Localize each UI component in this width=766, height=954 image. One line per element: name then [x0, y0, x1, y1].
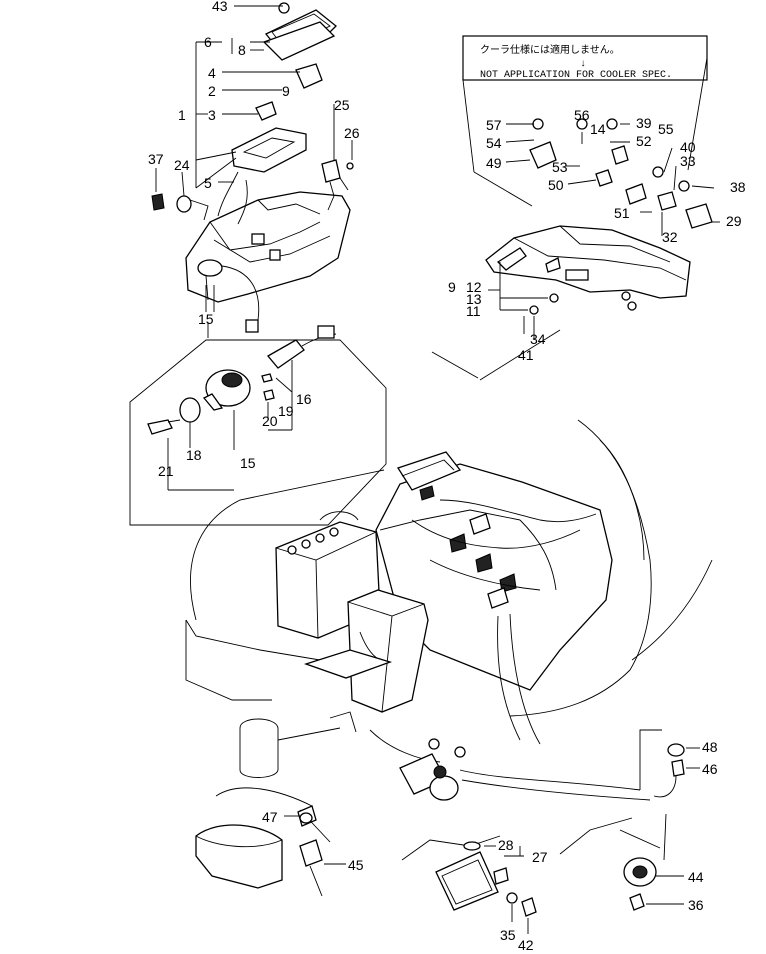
part-number: 52 [636, 133, 652, 149]
part-number: 36 [688, 897, 704, 913]
part-number: 37 [148, 151, 164, 167]
part-number: 15 [240, 455, 256, 471]
part-number: 54 [486, 135, 502, 151]
part-number: 49 [486, 155, 502, 171]
part-number: 50 [548, 177, 564, 193]
part-number: 43 [212, 0, 228, 14]
part-number-labels: 43 6 8 4 2 9 1 3 5 25 26 37 24 15 16 19 … [148, 0, 746, 953]
part-number: 38 [730, 179, 746, 195]
part-number: 32 [662, 229, 678, 245]
part-number: 28 [498, 837, 514, 853]
part-number: 4 [208, 65, 216, 81]
part-number: 12 [466, 279, 482, 295]
part-number: 29 [726, 213, 742, 229]
part-number: 26 [344, 125, 360, 141]
part-number: 18 [186, 447, 202, 463]
part-number: 47 [262, 809, 278, 825]
part-number: 45 [348, 857, 364, 873]
part-number: 40 [680, 139, 696, 155]
part-number: 2 [208, 83, 216, 99]
part-number: 34 [530, 331, 546, 347]
part-number: 11 [466, 303, 481, 319]
part-number: 46 [702, 761, 718, 777]
part-number: 33 [680, 153, 696, 169]
part-number: 35 [500, 927, 516, 943]
part-number: 27 [532, 849, 548, 865]
part-number: 24 [174, 157, 190, 173]
part-number: 48 [702, 739, 718, 755]
part-number: 15 [198, 311, 214, 327]
part-number: 51 [614, 205, 630, 221]
part-number: 9 [282, 83, 290, 99]
part-number: 6 [204, 34, 212, 50]
cooler-spec-note: クーラ仕様には適用しません。 ↓ NOT APPLICATION FOR COO… [462, 35, 708, 81]
part-number: 8 [238, 42, 246, 58]
machine-body [185, 329, 713, 861]
dash-panel-assembly [151, 2, 354, 333]
part-number: 19 [278, 403, 294, 419]
part-number: 57 [486, 117, 502, 133]
note-japanese: クーラ仕様には適用しません。 [480, 43, 620, 57]
leaders-upper-left [155, 5, 353, 312]
lower-left-lamp [195, 805, 323, 897]
lower-right-horn [619, 743, 685, 911]
part-number: 41 [518, 347, 534, 363]
part-number: 21 [158, 463, 174, 479]
part-number: 20 [262, 413, 278, 429]
part-number: 1 [178, 107, 186, 123]
part-number: 55 [658, 121, 674, 137]
part-number: 56 [574, 107, 590, 123]
lower-center-lamp [435, 841, 537, 917]
part-number: 44 [688, 869, 704, 885]
starter-switch-detail [129, 325, 387, 526]
note-english: NOT APPLICATION FOR COOLER SPEC. [480, 70, 672, 81]
part-number: 16 [296, 391, 312, 407]
note-arrow: ↓ [580, 59, 586, 70]
part-number: 42 [518, 937, 534, 953]
part-number: 39 [636, 115, 652, 131]
part-number: 13 [466, 291, 482, 307]
leaders-lower [284, 747, 700, 934]
upper-right-assembly [462, 57, 720, 340]
part-number: 3 [208, 107, 216, 123]
part-number: 14 [590, 121, 606, 137]
part-number: 9 [448, 279, 456, 295]
part-number: 53 [552, 159, 568, 175]
part-number: 5 [204, 175, 212, 191]
part-number: 25 [334, 97, 350, 113]
